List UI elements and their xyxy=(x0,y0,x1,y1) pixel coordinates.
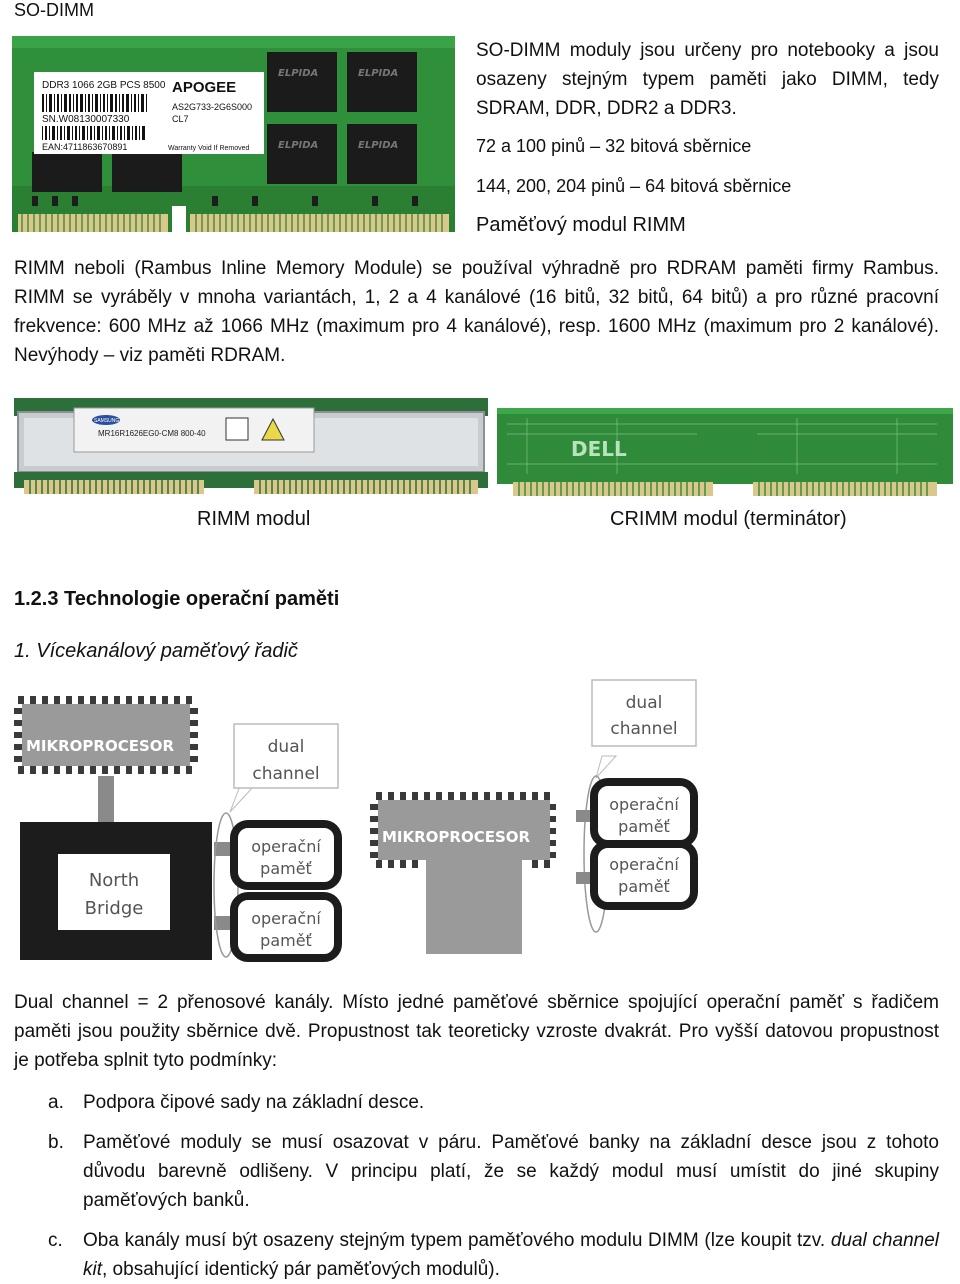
list-item-text: Podpora čipové sady na základní desce. xyxy=(83,1092,425,1113)
sodimm-paragraph: SO-DIMM moduly jsou určeny pro notebooky… xyxy=(476,36,939,123)
list-marker: a. xyxy=(48,1092,64,1113)
rimm-caption: RIMM modul xyxy=(197,508,311,530)
memory-label-1b: paměť xyxy=(260,859,312,878)
dual-channel-label-1: dual xyxy=(626,693,663,713)
list-item: b. Paměťové moduly se musí osazovat v pá… xyxy=(14,1128,939,1215)
pins-32bit: 72 a 100 pinů – 32 bitová sběrnice xyxy=(476,136,752,156)
dual-channel-callout xyxy=(591,679,697,747)
page-header: SO-DIMM xyxy=(14,0,94,20)
crimm-brand-text: DELL xyxy=(571,437,627,461)
rimm-module-code: MR16R1626EG0-CM8 800-40 xyxy=(98,429,206,438)
memory-label-1a: operační xyxy=(251,837,321,856)
list-marker: c. xyxy=(48,1230,63,1251)
diagram-north-bridge: MIKROPROCESOR dual channel North Bridge … xyxy=(14,696,342,962)
sodimm-description: SO-DIMM moduly jsou určeny pro notebooky… xyxy=(476,40,939,119)
list-item-text-part: , obsahující identický pár paměťových mo… xyxy=(102,1259,500,1280)
cpu-label: MIKROPROCESOR xyxy=(26,737,175,755)
dual-channel-callout xyxy=(233,723,339,789)
cpu-label: MIKROPROCESOR xyxy=(382,828,531,846)
label-brand: APOGEE xyxy=(172,79,236,96)
memory-label-2b: paměť xyxy=(618,877,670,896)
list-item-text: Oba kanály musí být osazeny stejným type… xyxy=(83,1226,939,1284)
north-bridge-label-1: North xyxy=(89,870,139,891)
label-cl: CL7 xyxy=(172,114,189,124)
rimm-brand-text: SAMSUNG xyxy=(94,418,119,424)
memory-label-1b: paměť xyxy=(618,817,670,836)
label-ean: EAN:4711863670891 xyxy=(42,142,127,152)
rimm-module-image: SAMSUNG MR16R1626EG0-CM8 800-40 xyxy=(14,388,488,500)
label-serial: SN.W08130007330 xyxy=(42,114,130,125)
list-item-italic: dual channel kit xyxy=(83,1230,939,1280)
memory-label-2a: operační xyxy=(609,855,679,874)
memory-module-1 xyxy=(230,820,342,890)
crimm-module-image: DELL xyxy=(497,408,953,496)
diagram-integrated-controller: dual channel MIKROPROCESOR operační pamě… xyxy=(370,679,698,954)
memory-label-2b: paměť xyxy=(260,931,312,950)
sodimm-module-image: ELPIDA ELPIDA ELPIDA ELPIDA DDR3 1066 2G… xyxy=(12,36,455,236)
pins-64bit: 144, 200, 204 pinů – 64 bitová sběrnice xyxy=(476,176,792,196)
dual-channel-label-1: dual xyxy=(268,737,305,757)
rimm-paragraph: RIMM neboli (Rambus Inline Memory Module… xyxy=(14,258,939,366)
north-bridge-label-2: Bridge xyxy=(85,898,144,919)
chip-text: ELPIDA xyxy=(358,68,398,79)
memory-label-2a: operační xyxy=(251,909,321,928)
dual-channel-label-2: channel xyxy=(610,719,677,739)
dual-channel-label-2: channel xyxy=(252,764,319,784)
chip-text: ELPIDA xyxy=(358,140,398,151)
chip-text: ELPIDA xyxy=(278,68,318,79)
memory-module-2 xyxy=(590,840,698,910)
chip-text: ELPIDA xyxy=(278,140,318,151)
label-line1: DDR3 1066 2GB PCS 8500 xyxy=(42,80,166,91)
cpu-chip xyxy=(22,704,190,766)
rimm-heading: Paměťový modul RIMM xyxy=(476,214,686,236)
dual-channel-paragraph: Dual channel = 2 přenosové kanály. Místo… xyxy=(14,992,939,1071)
barcode xyxy=(42,94,147,140)
memory-module-2 xyxy=(230,892,342,962)
list-item: c. Oba kanály musí být osazeny stejným t… xyxy=(14,1226,939,1284)
cpu-chip xyxy=(378,800,550,860)
list-marker: b. xyxy=(48,1132,64,1153)
cpu-pins xyxy=(370,792,556,868)
list-item: a. Podpora čipové sady na základní desce… xyxy=(14,1088,939,1117)
list-item-text-part: Oba kanály musí být osazeny stejným type… xyxy=(83,1230,831,1251)
cpu-pins xyxy=(14,696,198,774)
subsection-title: 1. Vícekanálový paměťový řadič xyxy=(14,640,298,662)
label-warranty: Warranty Void If Removed xyxy=(168,145,250,152)
list-item-text: Paměťové moduly se musí osazovat v páru.… xyxy=(83,1132,939,1211)
crimm-caption: CRIMM modul (terminátor) xyxy=(610,508,847,530)
memory-label-1a: operační xyxy=(609,795,679,814)
label-part: AS2G733-2G6S000 xyxy=(172,102,252,112)
section-title: 1.2.3 Technologie operační paměti xyxy=(14,588,340,610)
